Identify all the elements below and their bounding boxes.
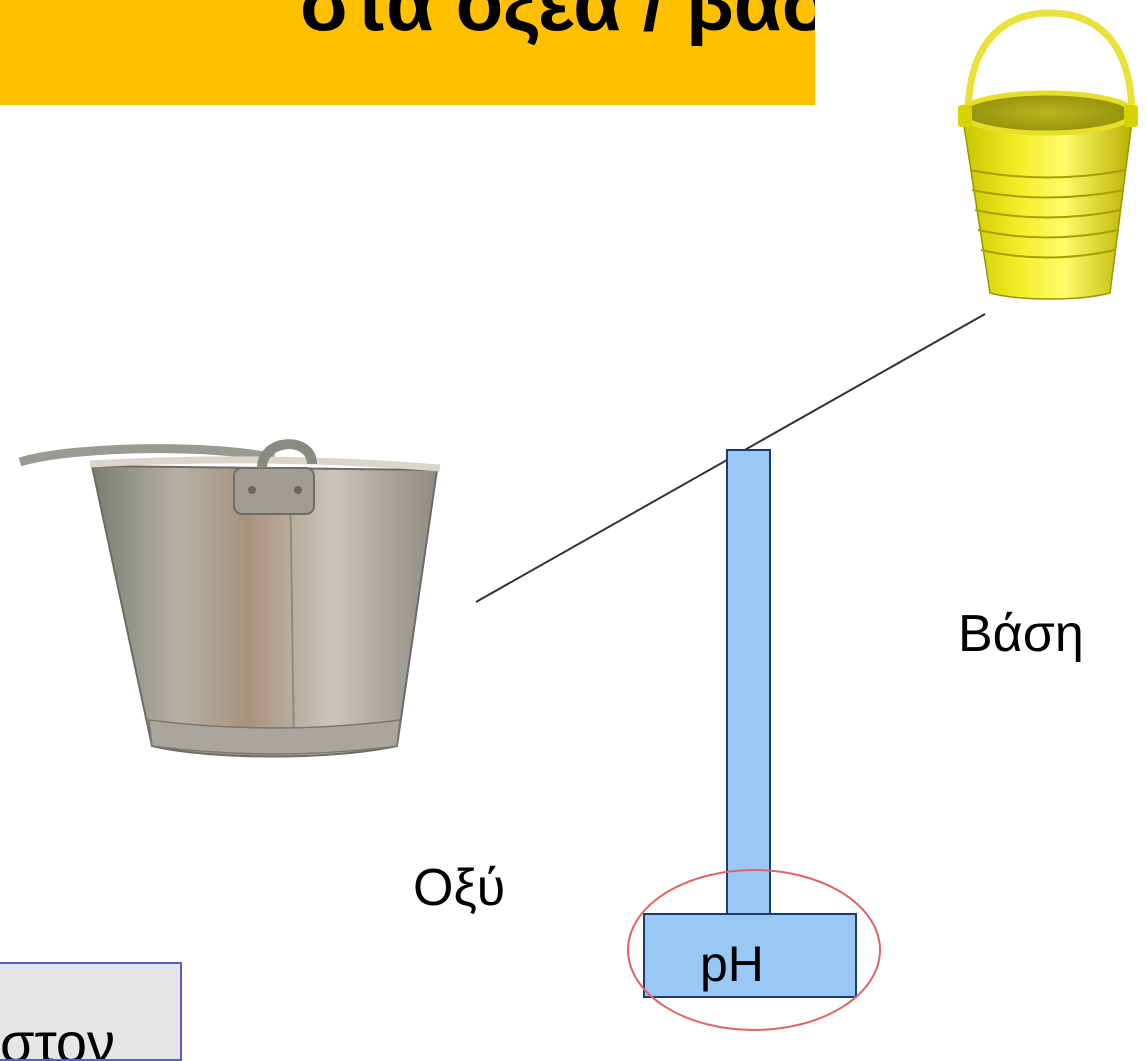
yellow-bucket-image: [958, 9, 1138, 300]
bottom-box-text: στον: [0, 1011, 116, 1061]
ph-column: [726, 449, 771, 917]
metal-bucket-image: [18, 439, 441, 758]
title-text: στα οξέα / βάσεις: [300, 0, 815, 47]
ph-base-block: [643, 913, 857, 998]
ph-label: pH: [700, 936, 764, 992]
bottom-text-box: στον: [0, 962, 182, 1061]
title-banner: στα οξέα / βάσεις: [0, 0, 815, 105]
ph-highlight-ellipse: [627, 869, 881, 1031]
acid-label: Οξύ: [413, 859, 506, 917]
base-label: Βάση: [958, 605, 1084, 663]
